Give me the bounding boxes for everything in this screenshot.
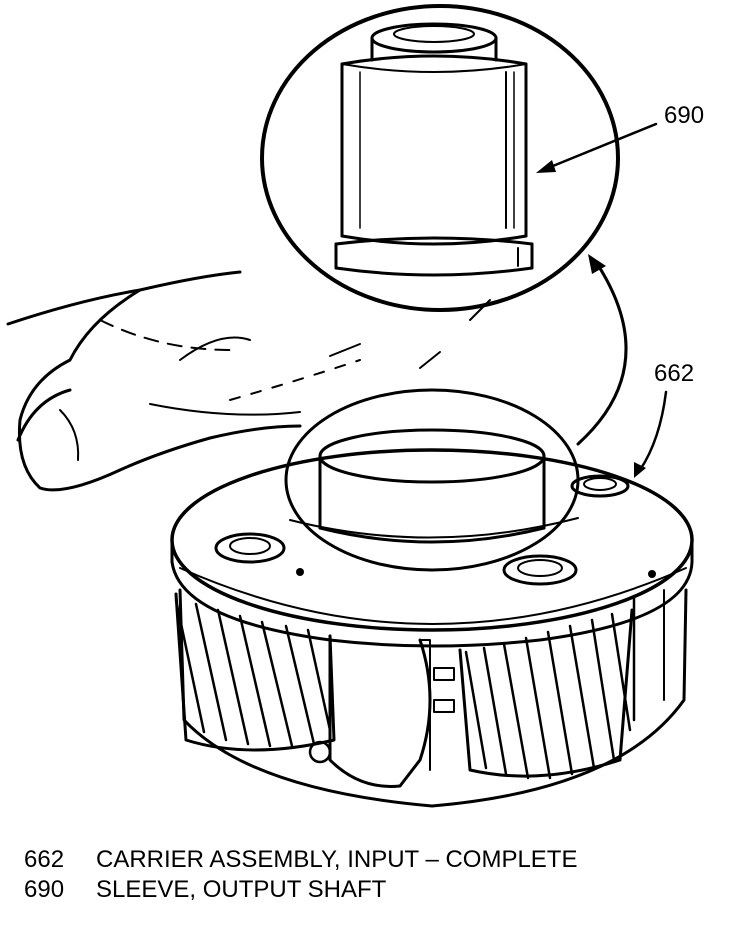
motion-arrow [576, 254, 628, 446]
leader-arrow-690 [536, 122, 658, 173]
legend-item-690: 690 SLEEVE, OUTPUT SHAFT [24, 875, 577, 905]
legend-number: 662 [24, 846, 65, 873]
legend-text: SLEEVE, OUTPUT SHAFT [96, 876, 387, 903]
leader-arrow-662 [634, 390, 668, 478]
legend-item-662: 662 CARRIER ASSEMBLY, INPUT – COMPLETE [24, 845, 577, 875]
legend-text: CARRIER ASSEMBLY, INPUT – COMPLETE [96, 846, 578, 873]
callout-690: 690 [664, 102, 705, 129]
legend-number: 690 [24, 876, 65, 903]
callout-662: 662 [654, 360, 695, 387]
detail-magnifier [260, 4, 620, 312]
carrier-assembly [170, 388, 694, 808]
parts-legend: 662 CARRIER ASSEMBLY, INPUT – COMPLETE 6… [24, 845, 577, 905]
hand-illustration [6, 270, 491, 492]
